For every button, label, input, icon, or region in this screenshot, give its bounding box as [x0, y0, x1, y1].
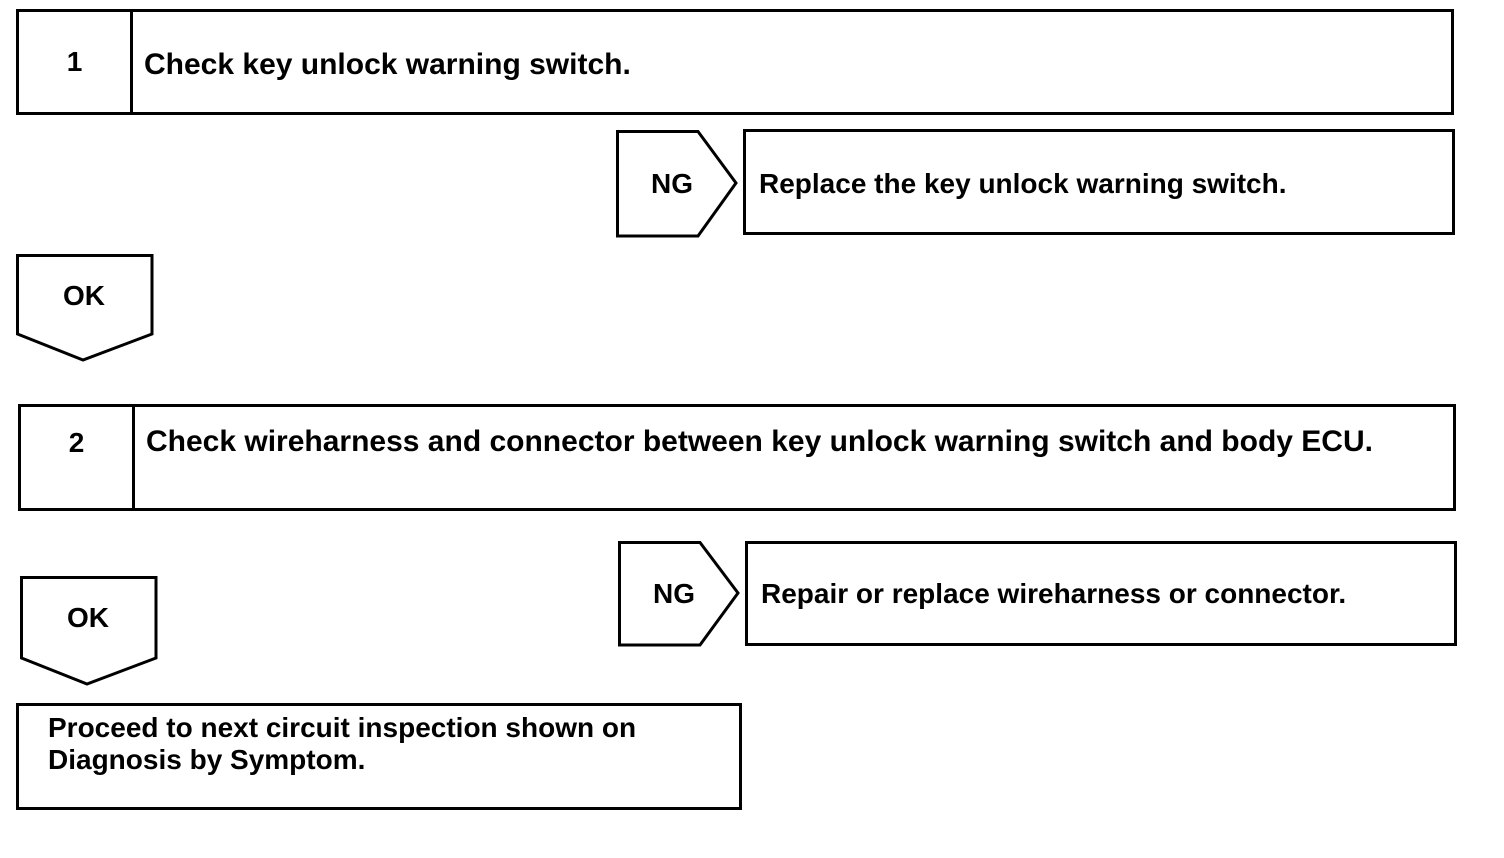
step-1-text: Check key unlock warning switch. [144, 48, 631, 81]
step-2-number: 2 [21, 407, 135, 508]
ok-2-label: OK [67, 602, 109, 633]
ng-1-action-text: Replace the key unlock warning switch. [759, 168, 1287, 199]
step-2-box: 2 Check wireharness and connector betwee… [18, 404, 1456, 511]
ok-1-arrow [16, 254, 154, 362]
ng-2-action-text: Repair or replace wireharness or connect… [761, 578, 1347, 609]
final-box: Proceed to next circuit inspection shown… [16, 703, 742, 810]
ok-2-arrow [20, 576, 158, 686]
ng-2-arrow [618, 541, 740, 647]
step-1-box: 1 Check key unlock warning switch. [16, 9, 1454, 115]
ng-2-label: NG [653, 578, 695, 609]
ng-2-action-box: Repair or replace wireharness or connect… [745, 541, 1457, 646]
final-text: Proceed to next circuit inspection shown… [48, 712, 637, 775]
ok-1-label: OK [63, 280, 105, 311]
ng-1-label: NG [651, 168, 693, 199]
ng-1-action-box: Replace the key unlock warning switch. [743, 129, 1455, 235]
step-2-text: Check wireharness and connector between … [146, 425, 1373, 458]
ng-1-arrow [616, 130, 738, 238]
step-1-number: 1 [19, 12, 133, 112]
